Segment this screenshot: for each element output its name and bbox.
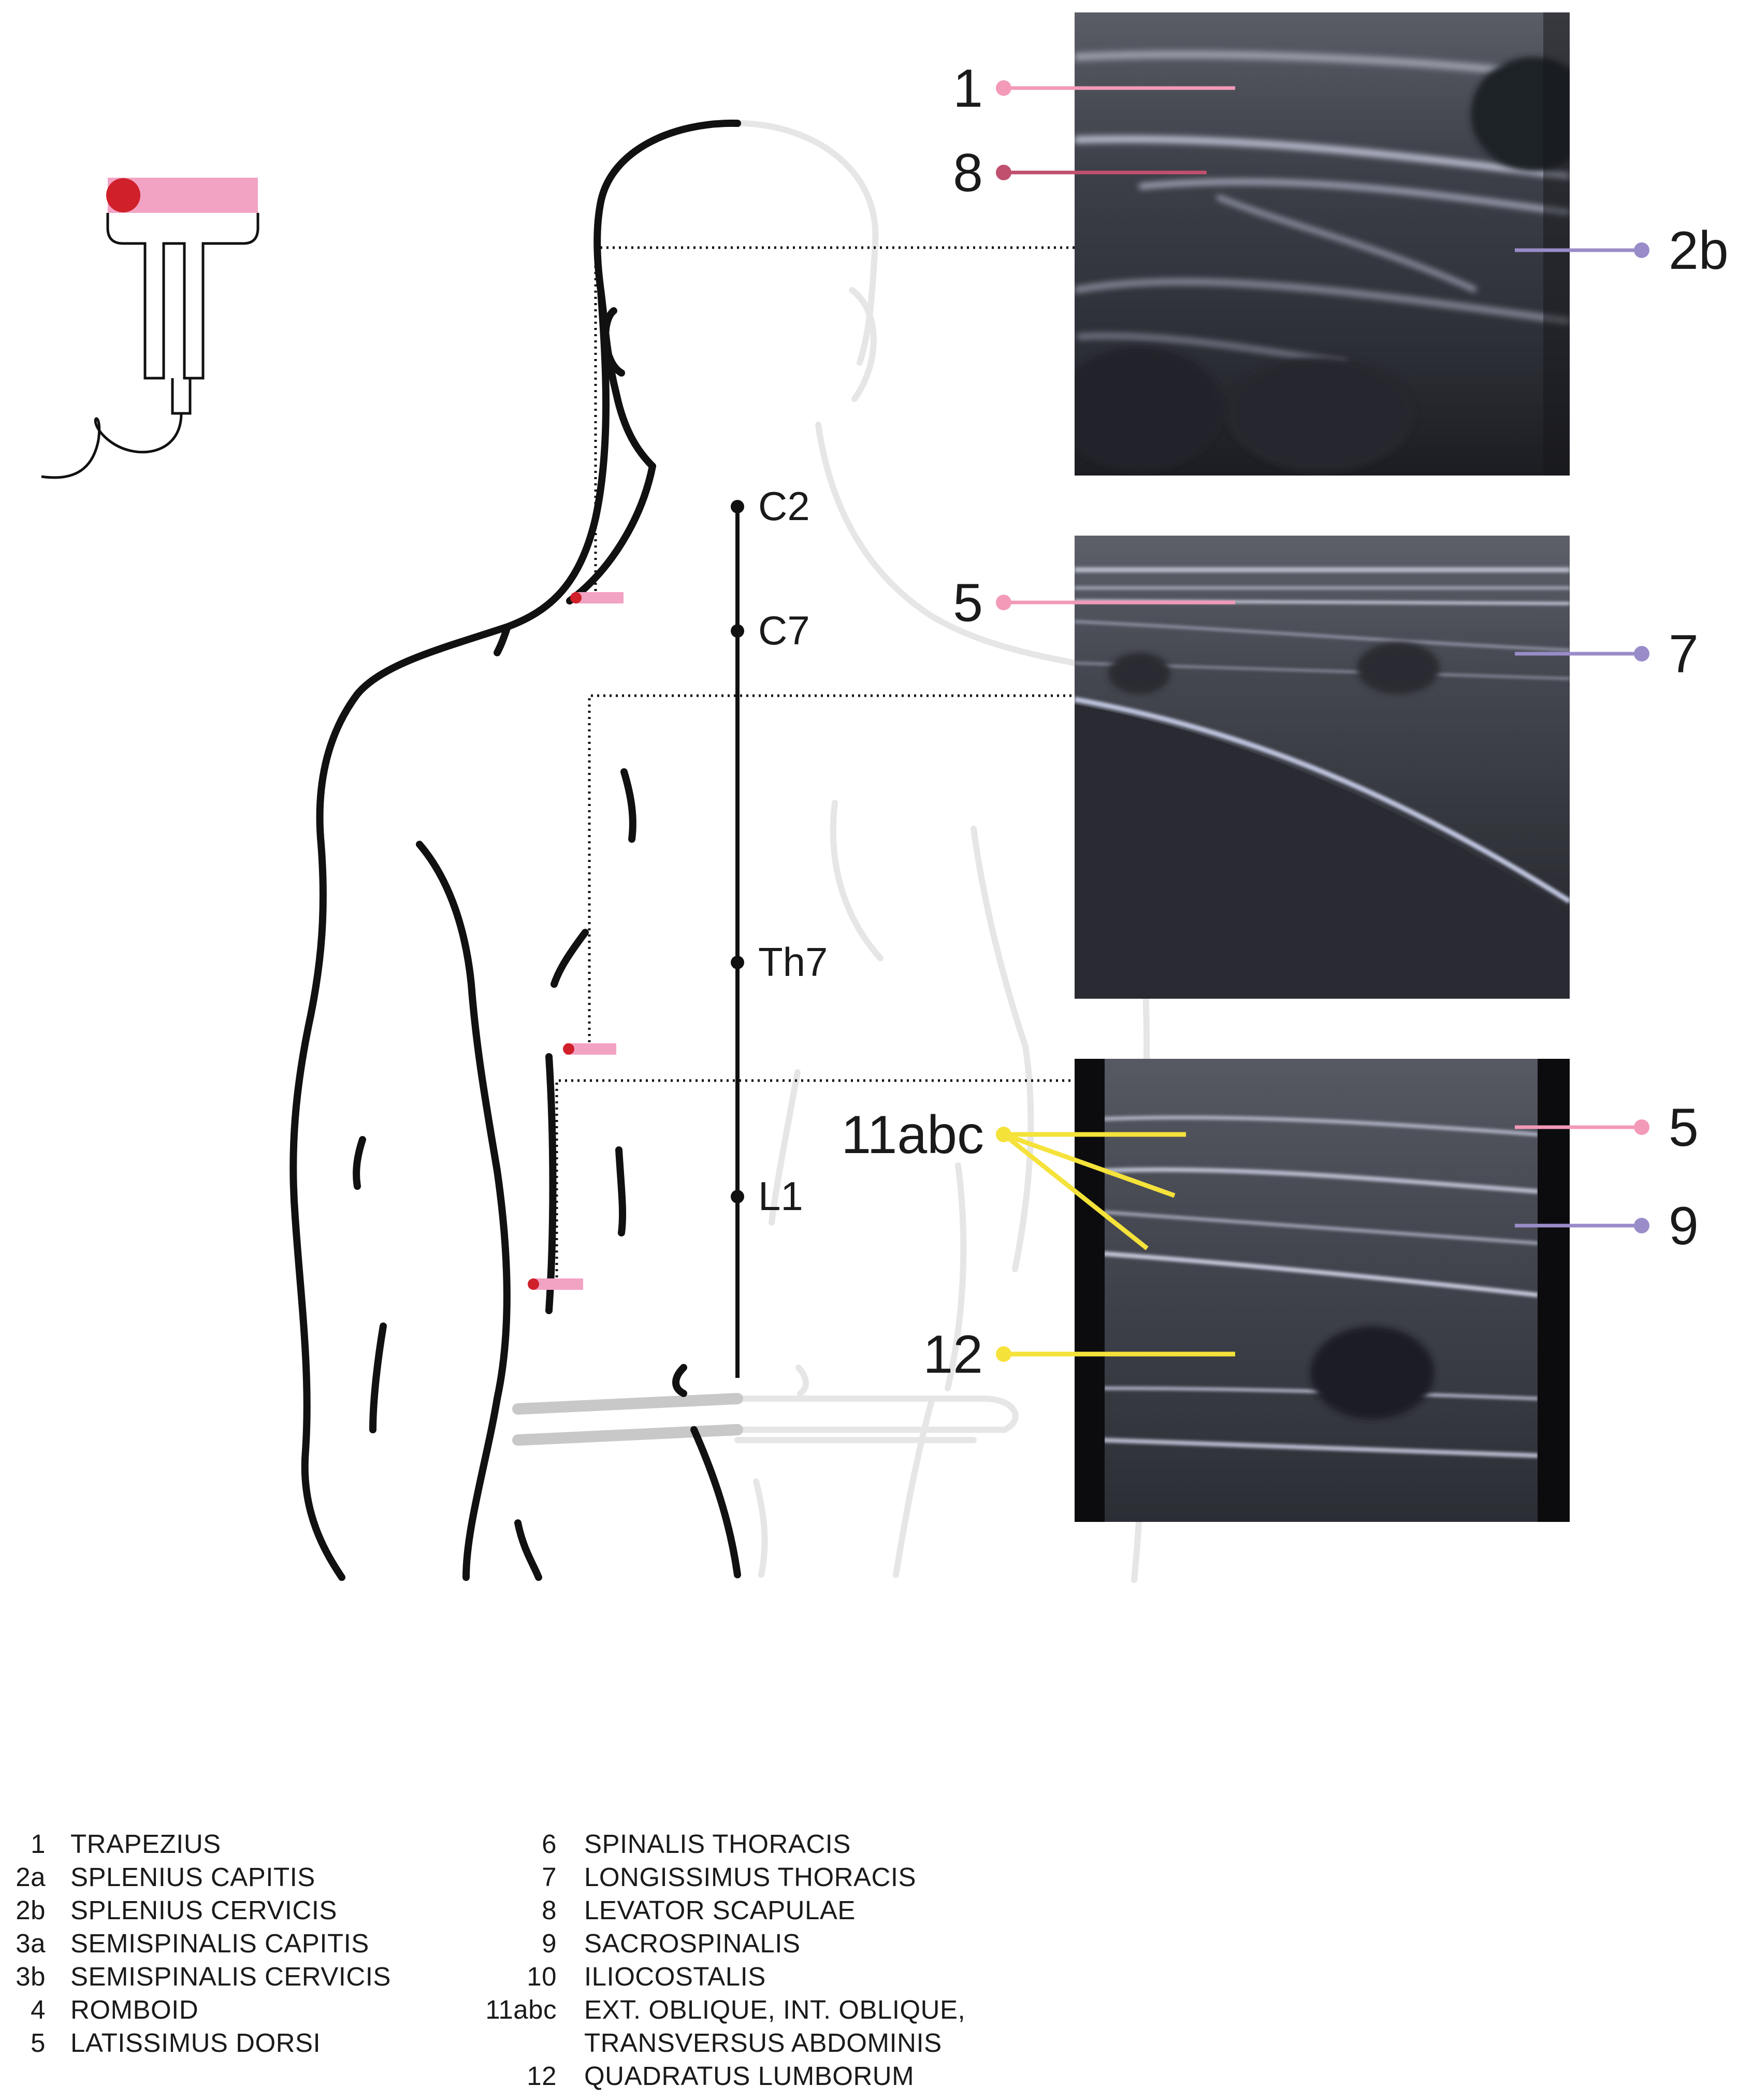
ultrasound-image-thoracic [1075, 536, 1570, 999]
anatomy-figure: C2 C7 Th7 L1 [41, 12, 1729, 1583]
callouts: 1 8 2b 5 7 11abc 12 5 9 [841, 59, 1728, 1385]
ultrasound-probe-icon [41, 178, 259, 479]
spine-label-c7: C7 [758, 608, 810, 653]
spine-label-th7: Th7 [758, 939, 828, 985]
spine-label-c2: C2 [758, 483, 810, 529]
callout-label-11abc: 11abc [841, 1105, 984, 1165]
probe-marker-lumbar [532, 1278, 583, 1290]
callout-label-1: 1 [953, 59, 983, 119]
ultrasound-image-cervical [1075, 12, 1570, 476]
callout-label-12: 12 [923, 1325, 983, 1385]
spine-marker-c2 [731, 500, 744, 513]
spine-label-l1: L1 [758, 1173, 803, 1219]
probe-positions [528, 246, 1075, 1290]
spine-marker-l1 [731, 1190, 744, 1203]
spine-marker-c7 [731, 624, 744, 638]
body-outline-dark [289, 119, 743, 1581]
callout-label-5-lower: 5 [1669, 1098, 1699, 1158]
callout-dot-11abc [996, 1127, 1011, 1142]
spine-marker-th7 [731, 956, 744, 969]
callout-label-7: 7 [1669, 624, 1699, 684]
callout-label-8: 8 [953, 143, 983, 203]
callout-label-2b: 2b [1669, 221, 1729, 281]
probe-marker-cervical [574, 592, 624, 603]
probe-marker-thoracic [566, 1043, 616, 1055]
callout-label-9: 9 [1669, 1196, 1699, 1256]
spine: C2 C7 Th7 L1 [731, 483, 828, 1378]
callout-label-5-upper: 5 [953, 573, 983, 633]
ultrasound-image-lumbar [1075, 1059, 1570, 1522]
